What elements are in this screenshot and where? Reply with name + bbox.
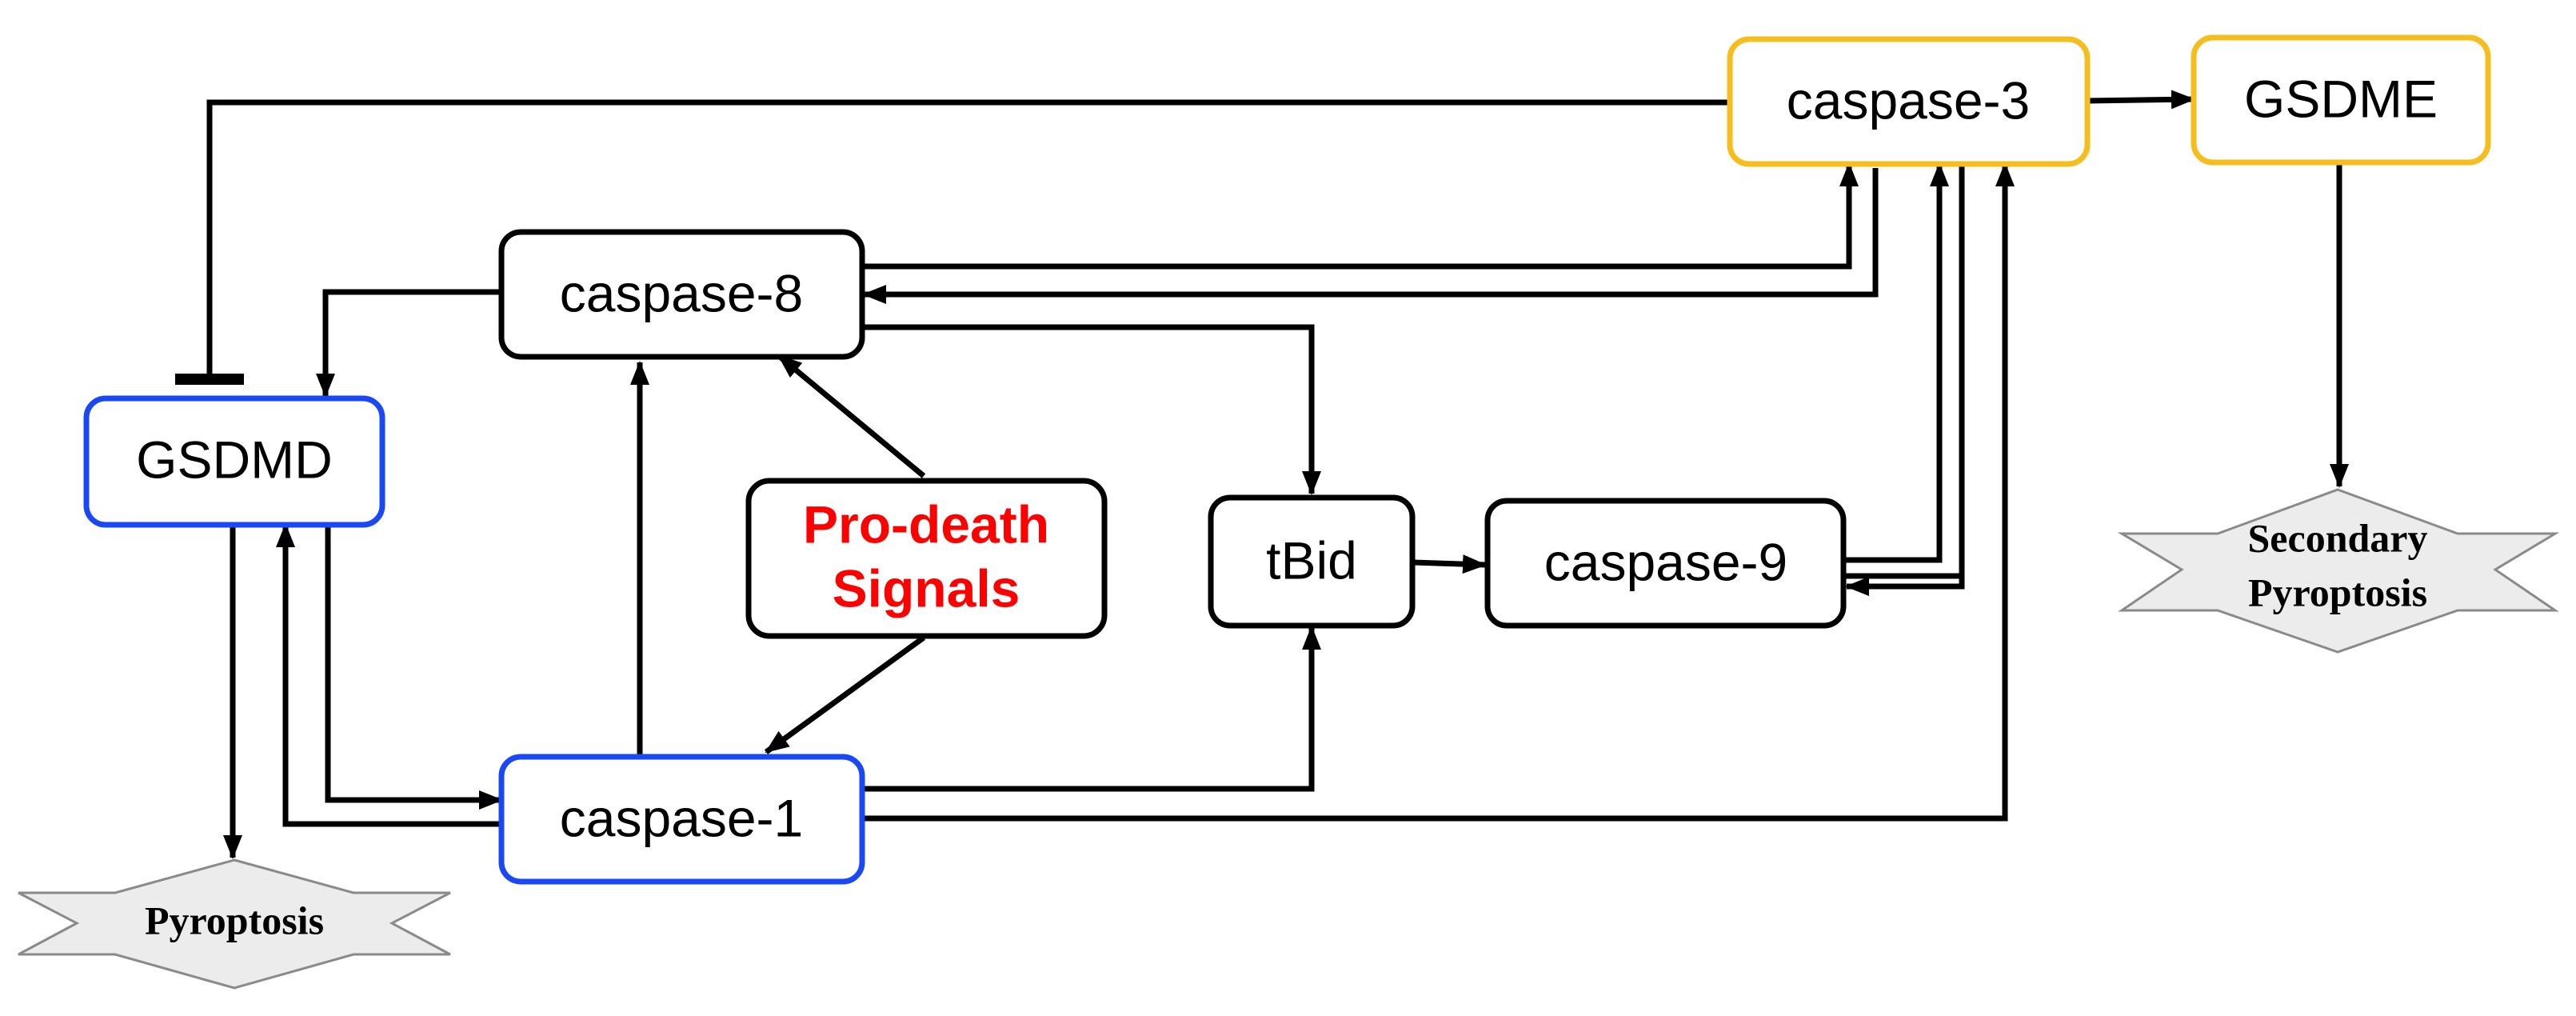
node-caspase-8: caspase-8: [498, 229, 865, 360]
node-label: caspase-8: [560, 263, 804, 322]
node-caspase-9: caspase-9: [1484, 498, 1847, 629]
edge-gsdmd-to-caspase1: [325, 526, 503, 810]
edge-caspase3-to-caspase8: [862, 168, 1879, 304]
node-gsdme: GSDME: [2191, 34, 2491, 166]
outcome-label: Pyroptosis: [145, 898, 324, 942]
node-label: tBid: [1266, 530, 1357, 590]
star-shape: [18, 860, 450, 988]
edges: [175, 90, 2349, 859]
star-outline: [18, 858, 451, 990]
edge-caspase8-to-gsdmd: [316, 289, 501, 398]
node-pro-death-signals: Pro-death Signals: [745, 478, 1108, 639]
edge-caspase8-to-tbid: [862, 324, 1321, 495]
node-label-line1: Pro-death: [803, 494, 1049, 554]
edge-caspase9-to-caspase3-b: [1843, 164, 1965, 579]
edge-caspase3-inhibits-gsdmd: [206, 99, 1730, 378]
edge-caspase3-to-caspase9: [1845, 164, 1965, 596]
star-outline: [2117, 488, 2560, 654]
node-label: caspase-9: [1544, 532, 1788, 591]
outcome-label-line2: Pyroptosis: [2248, 570, 2427, 614]
outcome-pyroptosis: Pyroptosis: [18, 858, 451, 990]
node-label: GSDME: [2244, 69, 2438, 128]
edge-caspase8-to-caspase3: [862, 162, 1859, 270]
node-caspase-3: caspase-3: [1727, 36, 2091, 167]
edge-caspase9-to-caspase3-a: [1843, 162, 1949, 563]
edge-caspase1-to-gsdmd: [276, 523, 501, 827]
outcome-secondary-pyroptosis: Secondary Pyroptosis: [2117, 488, 2560, 654]
edge-signals-to-caspase1: [764, 635, 926, 754]
node-label: GSDMD: [136, 430, 333, 489]
edge-caspase3-to-gsdme: [2087, 90, 2195, 110]
node-tbid: tBid: [1208, 494, 1416, 629]
node-label-line2: Signals: [833, 558, 1020, 618]
edge-caspase1-to-tbid: [862, 626, 1321, 792]
node-label: caspase-3: [1787, 70, 2031, 130]
edge-signals-to-caspase8: [777, 354, 926, 478]
edge-caspase1-to-caspase3: [862, 162, 2015, 822]
node-gsdmd: GSDMD: [83, 395, 385, 528]
edge-tbid-to-caspase9: [1412, 554, 1487, 574]
outcome-label-line1: Secondary: [2248, 515, 2428, 560]
node-caspase-1: caspase-1: [498, 754, 865, 885]
node-label: caspase-1: [560, 788, 804, 847]
